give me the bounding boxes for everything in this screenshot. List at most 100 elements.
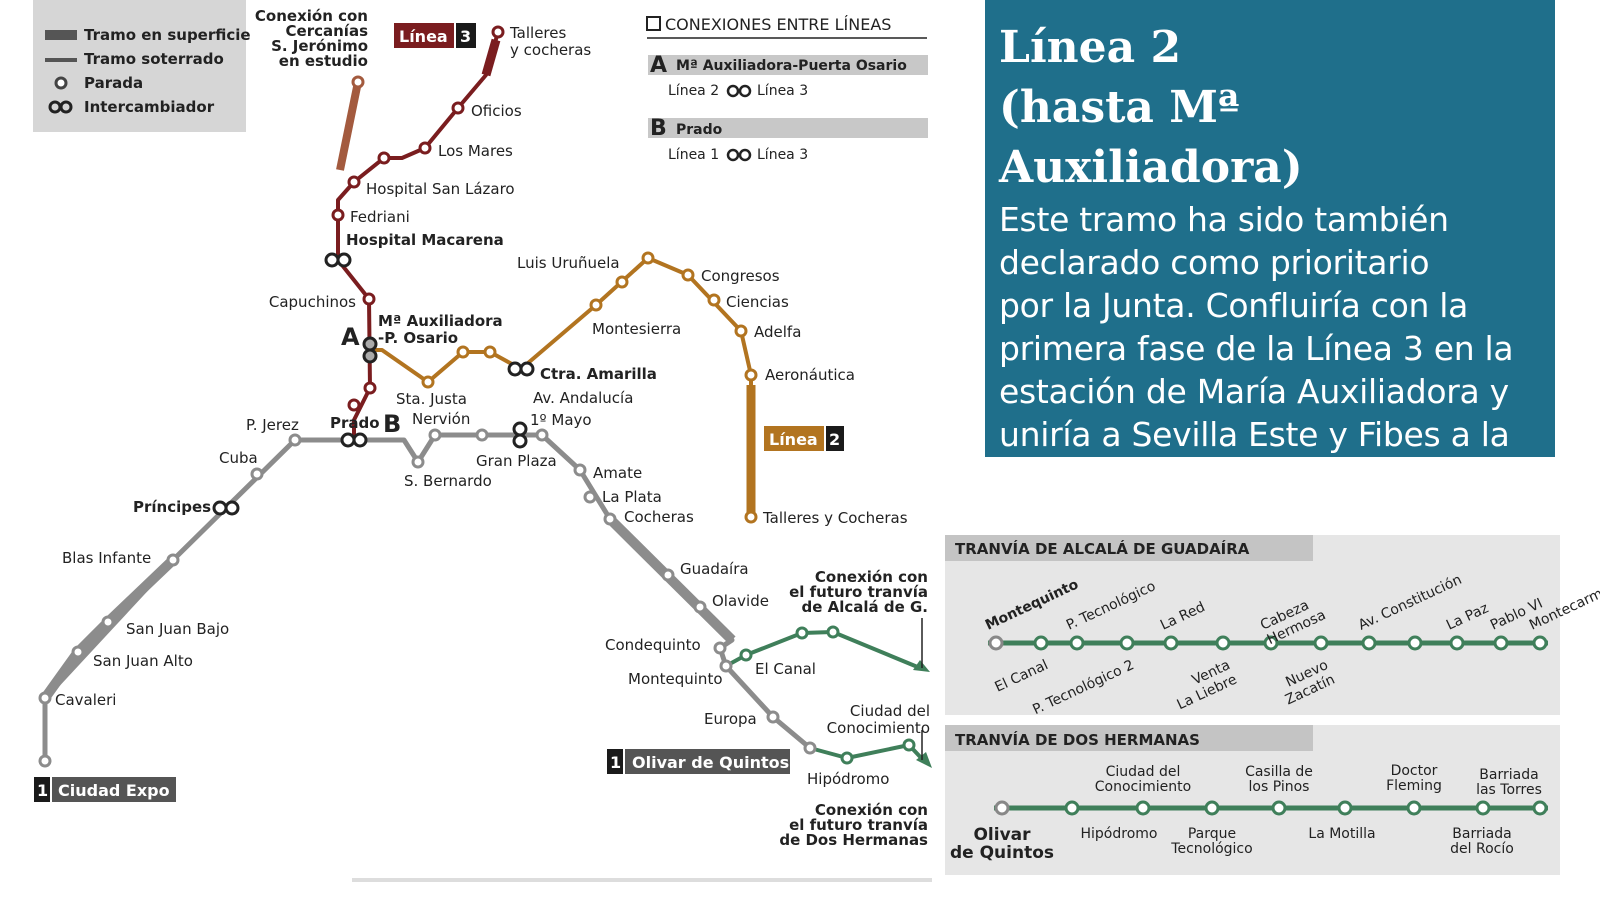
stop-icon xyxy=(902,738,916,752)
connections-title: CONEXIONES ENTRE LÍNEAS xyxy=(665,15,891,34)
station-label: Hospital Macarena xyxy=(346,231,504,249)
stop-icon xyxy=(744,368,758,382)
stop-icon xyxy=(1532,635,1548,651)
checkbox-icon xyxy=(646,16,661,31)
station-label: Congresos xyxy=(701,267,780,285)
station-label: San Juan Alto xyxy=(93,652,193,670)
cercanias-branch xyxy=(336,81,362,171)
metro-lines xyxy=(38,25,932,768)
tram-dos-hermanas-link xyxy=(809,743,927,764)
stop-icon xyxy=(739,648,753,662)
stop-icon xyxy=(661,568,675,582)
connection-b-from: Línea 1 xyxy=(668,147,719,163)
info-title: Línea 2 (hasta Mª Auxiliadora) xyxy=(999,18,1541,198)
stop-icon xyxy=(1475,800,1491,816)
station-label: Blas Infante xyxy=(62,549,151,567)
interchange-icon xyxy=(212,500,240,516)
connection-a-name: Mª Auxiliadora-Puerta Osario xyxy=(676,58,907,74)
badge-label: Línea xyxy=(399,27,448,46)
stop-icon xyxy=(795,626,809,640)
station-label: Guadaíra xyxy=(680,560,749,578)
stop-icon xyxy=(166,553,180,567)
stop-icon xyxy=(363,381,377,395)
stop-icon xyxy=(840,751,854,765)
badge-number: 1 xyxy=(37,781,48,800)
interchange-icon xyxy=(726,84,752,98)
info-body-line: incipiente red de metropolitano. xyxy=(999,458,1521,497)
stop-icon xyxy=(1064,800,1080,816)
interchange-icon xyxy=(48,100,73,114)
interchange-icon xyxy=(324,252,352,268)
station-label: Mª Auxiliadora-P. Osario xyxy=(378,312,503,347)
stop-icon xyxy=(54,76,68,90)
stop-icon xyxy=(719,659,733,673)
legend-interchange: Intercambiador xyxy=(84,98,215,116)
interchange-icon xyxy=(512,421,528,449)
station-label: Prado xyxy=(330,414,380,432)
station-label: Oficios xyxy=(471,102,522,120)
stop-icon xyxy=(1069,635,1085,651)
info-body-line: por la Junta. Confluiría con la xyxy=(999,286,1469,325)
connection-b-letter: B xyxy=(650,116,667,141)
stop-icon xyxy=(1033,635,1049,651)
stop-icon xyxy=(347,175,361,189)
station-label: Sta. Justa xyxy=(396,390,467,408)
stop-icon xyxy=(362,292,376,306)
interchange-icon xyxy=(340,432,368,448)
stop-icon xyxy=(1263,635,1279,651)
stop-icon xyxy=(1361,635,1377,651)
stop-icon xyxy=(1215,635,1231,651)
stop-icon xyxy=(250,467,264,481)
stop-icon xyxy=(288,433,302,447)
stop-icon xyxy=(1271,800,1287,816)
station-label: Aeronáutica xyxy=(765,366,855,384)
station-label: Luis Uruñuela xyxy=(517,254,620,272)
station-label: El Canal xyxy=(755,660,816,678)
station-label: San Juan Bajo xyxy=(126,620,229,638)
stop-icon xyxy=(411,455,425,469)
legend-stop: Parada xyxy=(84,74,143,92)
stop-icon xyxy=(707,293,721,307)
stop-icon xyxy=(803,741,817,755)
badge-number: 1 xyxy=(610,753,621,772)
station-label: Cavaleri xyxy=(55,691,116,709)
badge-number: 3 xyxy=(460,27,471,46)
stop-icon xyxy=(573,463,587,477)
station-label: Fedriani xyxy=(350,208,410,226)
info-title-line: Línea 2 xyxy=(999,22,1182,73)
stop-icon xyxy=(734,324,748,338)
station-label: Montequinto xyxy=(628,670,723,688)
stop-icon xyxy=(1449,635,1465,651)
stop-icon xyxy=(1135,800,1151,816)
stop-icon xyxy=(491,25,505,39)
stop-icon xyxy=(38,754,52,768)
tram-stop-label: Hipódromo xyxy=(1081,826,1158,842)
stop-icon xyxy=(681,268,695,282)
station-label: Los Mares xyxy=(438,142,513,160)
tram-stop-label: La Motilla xyxy=(1308,826,1375,842)
stop-icon xyxy=(583,490,597,504)
station-label: Adelfa xyxy=(754,323,801,341)
tram-alcala-panel: TRANVÍA DE ALCALÁ DE GUADAÍRA Montequint… xyxy=(945,535,1600,718)
stop-icon xyxy=(451,101,465,115)
stop-icon xyxy=(475,428,489,442)
stop-icon xyxy=(1204,800,1220,816)
tram-alcala-title: TRANVÍA DE ALCALÁ DE GUADAÍRA xyxy=(955,539,1250,558)
station-label: Av. Andalucía xyxy=(533,389,633,407)
station-label: 1º Mayo xyxy=(530,411,592,429)
station-label: Olavide xyxy=(712,592,769,610)
stop-icon xyxy=(331,208,345,222)
stop-icon xyxy=(1119,635,1135,651)
station-label: La Plata xyxy=(602,488,662,506)
station-label: Cocheras xyxy=(624,508,694,526)
stop-icon xyxy=(38,691,52,705)
linea-3-surface xyxy=(481,38,501,77)
stop-icon xyxy=(744,510,758,524)
